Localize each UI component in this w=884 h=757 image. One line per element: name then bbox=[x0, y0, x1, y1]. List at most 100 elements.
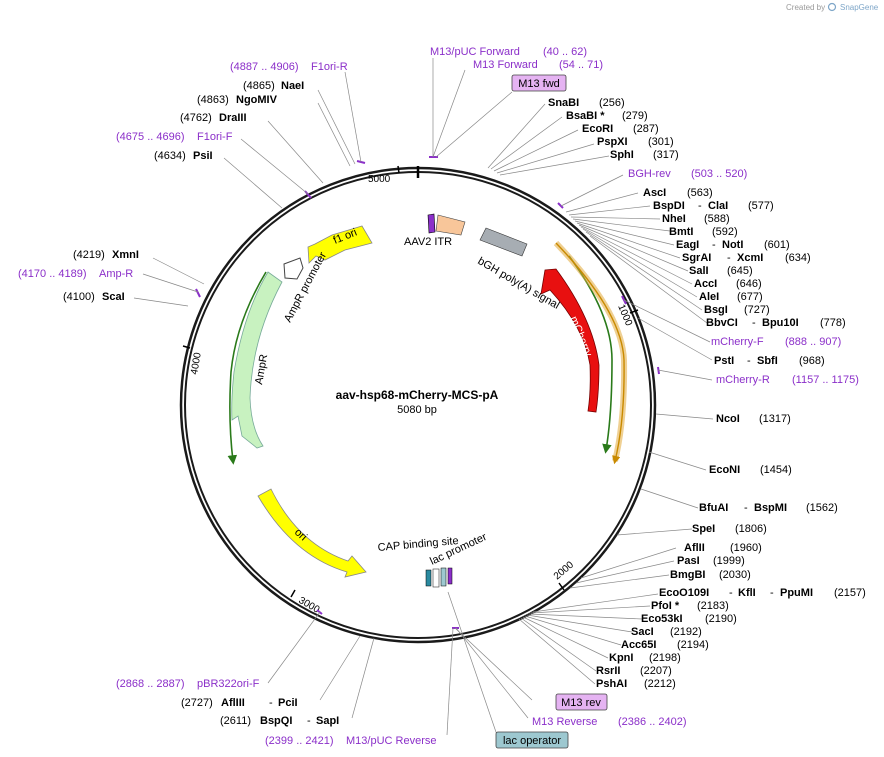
site-bsg-pos: (727) bbox=[744, 304, 770, 316]
site-pst-pos: (968) bbox=[799, 355, 825, 367]
watermark-created-by: Created by bbox=[786, 3, 825, 12]
mcherry-arrow bbox=[540, 268, 600, 413]
site-ngo-pos: (4863) bbox=[197, 94, 229, 106]
site-eco53-pos: (2190) bbox=[705, 613, 737, 625]
site-sph-name: SphI bbox=[610, 149, 634, 161]
site-bmt-name: BmtI bbox=[669, 226, 693, 238]
site-rsr-pos: (2207) bbox=[640, 665, 672, 677]
snapgene-logo-icon bbox=[827, 2, 837, 12]
svg-text:3000: 3000 bbox=[297, 595, 322, 616]
site-sgra-pos: (634) bbox=[785, 252, 811, 264]
snapgene-logo: SnapGene bbox=[840, 3, 879, 12]
primer-m13-fwd-name: M13 Forward bbox=[473, 59, 538, 71]
site-bspq-name: BspQI bbox=[260, 715, 292, 727]
site-ecoo-name3: PpuMI bbox=[780, 587, 813, 599]
ampr-arrow bbox=[231, 271, 283, 449]
site-nhe-name: NheI bbox=[662, 213, 686, 225]
site-psha-pos: (2212) bbox=[644, 678, 676, 690]
site-asc-pos: (563) bbox=[687, 187, 713, 199]
site-acc-name: AccI bbox=[694, 278, 717, 290]
site-pst-name2: SbfI bbox=[757, 355, 778, 367]
primer-pbr322-range: (2868 .. 2887) bbox=[116, 678, 185, 690]
ampr-primer-arc bbox=[227, 271, 267, 465]
site-psha-name: PshAI bbox=[596, 678, 627, 690]
site-bspq-dash: - bbox=[307, 715, 311, 727]
site-econ-pos: (1454) bbox=[760, 464, 792, 476]
tick-4000: 4000 bbox=[182, 345, 204, 376]
site-ecoo-pos: (2157) bbox=[834, 587, 866, 599]
site-bfua-dash: - bbox=[744, 502, 748, 514]
primer-mcherry-f-range: (888 .. 907) bbox=[785, 336, 841, 348]
ampr-label: AmpR bbox=[253, 353, 270, 385]
tick-5000: 5000 bbox=[368, 165, 400, 185]
lac-operator-marker bbox=[440, 567, 447, 587]
site-sal-name: SalI bbox=[689, 265, 709, 277]
site-pas-pos: (1999) bbox=[713, 555, 745, 567]
site-sgra-name2: XcmI bbox=[737, 252, 763, 264]
site-afl3-dash: - bbox=[269, 697, 273, 709]
site-nhe-pos: (588) bbox=[704, 213, 730, 225]
site-bsg-name: BsgI bbox=[704, 304, 728, 316]
ampr-promoter-arrow bbox=[283, 257, 304, 280]
site-xmn-pos: (4219) bbox=[73, 249, 105, 261]
site-ecor-name: EcoRI bbox=[582, 123, 613, 135]
site-sgra-name: SgrAI bbox=[682, 252, 711, 264]
site-bbvc-name: BbvCI bbox=[706, 317, 738, 329]
site-bspd-pos: (577) bbox=[748, 200, 774, 212]
site-bspq-pos: (2611) bbox=[220, 715, 251, 727]
m13-fwd-box: M13 fwd bbox=[511, 74, 567, 92]
ampr-promoter-label: AmpR promoter bbox=[282, 250, 329, 324]
site-afl3-pos: (2727) bbox=[181, 697, 213, 709]
site-bmt-pos: (592) bbox=[712, 226, 738, 238]
primer-m13-rev-range: (2386 .. 2402) bbox=[618, 716, 687, 728]
primer-f1ori-f-name: F1ori-F bbox=[197, 131, 233, 143]
primer-mcherry-f-name: mCherry-F bbox=[711, 336, 764, 348]
site-pfo-name: PfoI * bbox=[651, 600, 680, 612]
site-rsr-name: RsrII bbox=[596, 665, 620, 677]
site-dra-name: DraIII bbox=[219, 112, 247, 124]
site-pspx-pos: (301) bbox=[648, 136, 674, 148]
site-eag-pos: (601) bbox=[764, 239, 790, 251]
site-bfua-name2: BspMI bbox=[754, 502, 787, 514]
plasmid-name: aav-hsp68-mCherry-MCS-pA bbox=[336, 388, 499, 402]
site-spe-pos: (1806) bbox=[735, 523, 767, 535]
site-ale-name: AleI bbox=[699, 291, 719, 303]
site-bbvc-pos: (778) bbox=[820, 317, 846, 329]
site-bbvc-name2: Bpu10I bbox=[762, 317, 799, 329]
site-bmgb-name: BmgBI bbox=[670, 569, 705, 581]
svg-text:lac operator: lac operator bbox=[503, 735, 561, 747]
site-eag-dash: - bbox=[712, 239, 716, 251]
site-pst-name: PstI bbox=[714, 355, 734, 367]
site-ecoo-dash2: - bbox=[770, 587, 774, 599]
site-ecoo-dash1: - bbox=[729, 587, 733, 599]
site-bsab-pos: (279) bbox=[622, 110, 648, 122]
mcherry-f-primer-arc bbox=[568, 255, 613, 454]
site-bspd-name2: ClaI bbox=[708, 200, 728, 212]
lac-promoter-marker bbox=[432, 568, 440, 588]
site-ecoo-name: EcoO109I bbox=[659, 587, 709, 599]
site-snab-name: SnaBI bbox=[548, 97, 579, 109]
site-ecor-pos: (287) bbox=[633, 123, 659, 135]
site-nco-pos: (1317) bbox=[759, 413, 791, 425]
svg-text:4000: 4000 bbox=[189, 351, 204, 375]
site-pas-name: PasI bbox=[677, 555, 700, 567]
site-ngo-name: NgoMIV bbox=[236, 94, 278, 106]
site-ecoo-name2: KflI bbox=[738, 587, 756, 599]
site-afl3-name2: PciI bbox=[278, 697, 298, 709]
site-bspq-name2: SapI bbox=[316, 715, 339, 727]
site-bfua-name: BfuAI bbox=[699, 502, 728, 514]
primer-m13-fwd-range: (54 .. 71) bbox=[559, 59, 603, 71]
site-kpn-name: KpnI bbox=[609, 652, 633, 664]
aav2-itr-small-marker bbox=[427, 213, 436, 234]
site-xmn-name: XmnI bbox=[112, 249, 139, 261]
site-spe-name: SpeI bbox=[692, 523, 715, 535]
site-bspd-name: BspDI bbox=[653, 200, 685, 212]
site-afl2-name: AflII bbox=[684, 542, 705, 554]
site-pfo-pos: (2183) bbox=[697, 600, 729, 612]
bgh-arrow bbox=[479, 227, 528, 257]
site-afl2-pos: (1960) bbox=[730, 542, 762, 554]
primer-bgh-rev-name: BGH-rev bbox=[628, 168, 671, 180]
site-bfua-pos: (1562) bbox=[806, 502, 838, 514]
site-acc65-pos: (2194) bbox=[677, 639, 709, 651]
primer-f1ori-f-range: (4675 .. 4696) bbox=[116, 131, 185, 143]
